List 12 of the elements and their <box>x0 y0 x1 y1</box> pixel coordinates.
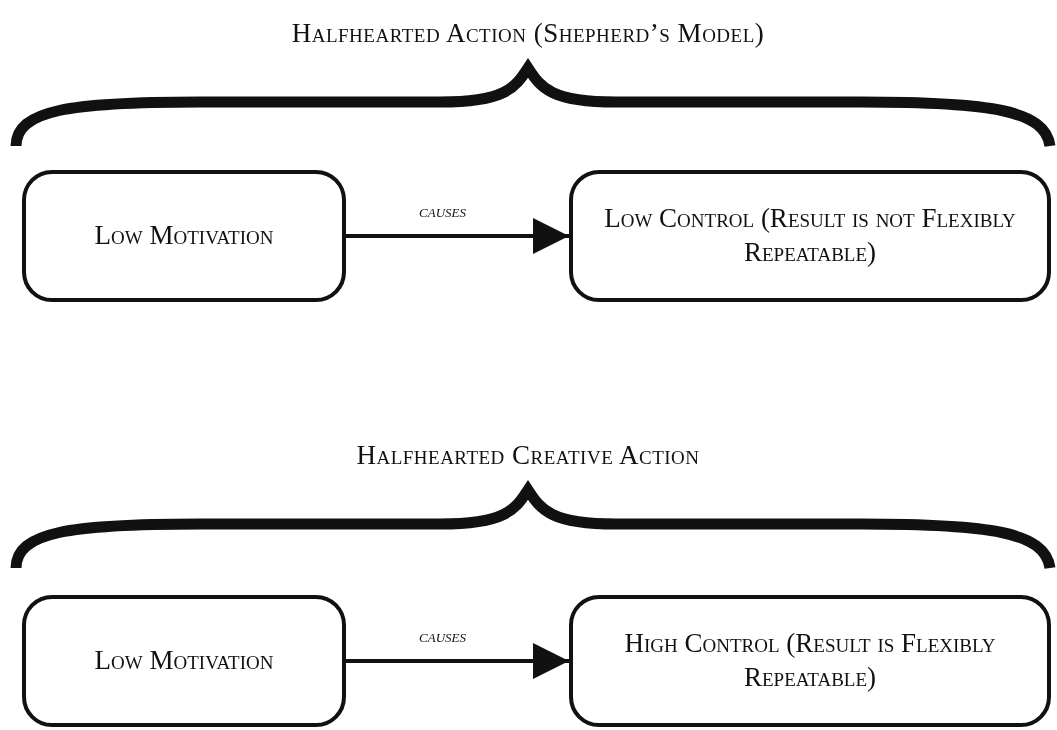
node-text: High Control (Result is Flexibly Repeatable) <box>623 627 997 694</box>
process-box <box>569 595 1051 727</box>
node-text: Low Motivation <box>93 644 275 678</box>
group-heading: Halfhearted Action (Shepherd’s Model) <box>291 18 765 49</box>
arrow <box>346 643 569 679</box>
node-text: Low Control (Result is not Flexibly Repeatable) <box>603 202 1017 269</box>
arrow <box>346 218 569 254</box>
process-box <box>22 595 346 727</box>
group-heading: Halfhearted Creative Action <box>356 440 700 471</box>
process-box <box>569 170 1051 302</box>
node-text: Low Motivation <box>93 219 275 253</box>
process-box <box>22 170 346 302</box>
